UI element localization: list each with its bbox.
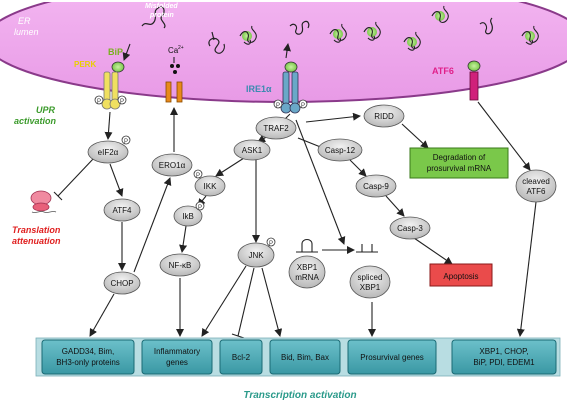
svg-text:Prosurvival genes: Prosurvival genes xyxy=(360,353,424,362)
box-degradation: Degradation of prosurvival mRNA xyxy=(409,147,509,179)
svg-text:P: P xyxy=(196,173,200,179)
svg-text:2+: 2+ xyxy=(178,45,184,51)
svg-text:NF-κB: NF-κB xyxy=(169,261,192,270)
svg-text:Inflammatory: Inflammatory xyxy=(154,347,200,356)
perk-label: PERK xyxy=(74,60,96,69)
node-jnk: JNK P xyxy=(237,237,276,268)
svg-text:ERO1α: ERO1α xyxy=(159,161,186,170)
node-ikk: IKK P xyxy=(193,169,226,197)
node-traf2: TRAF2 xyxy=(255,116,297,140)
node-spliced-xbp1: spliced XBP1 xyxy=(349,265,391,299)
bip-label: BiP xyxy=(108,47,123,57)
perk-receptor: P P xyxy=(94,61,127,110)
svg-text:P: P xyxy=(276,103,280,109)
box-apoptosis: Apoptosis xyxy=(429,263,493,287)
svg-text:prosurvival mRNA: prosurvival mRNA xyxy=(427,164,492,173)
box-inflammatory: Inflammatory genes xyxy=(141,339,213,375)
svg-text:Casp-3: Casp-3 xyxy=(397,224,423,233)
svg-text:XBP1: XBP1 xyxy=(297,263,318,272)
svg-text:Bid, Bim, Bax: Bid, Bim, Bax xyxy=(281,353,329,362)
svg-text:P: P xyxy=(301,103,305,109)
node-cleaved-atf6: cleaved ATF6 xyxy=(515,169,557,203)
svg-text:spliced: spliced xyxy=(358,273,383,282)
svg-text:XBP1: XBP1 xyxy=(360,283,381,292)
svg-text:XBP1, CHOP,: XBP1, CHOP, xyxy=(479,347,528,356)
svg-text:IkB: IkB xyxy=(182,212,194,221)
node-casp12: Casp-12 xyxy=(317,138,363,162)
svg-text:P: P xyxy=(124,139,128,145)
atf6-label: ATF6 xyxy=(432,66,454,76)
svg-text:GADD34, Bim,: GADD34, Bim, xyxy=(62,347,114,356)
box-xbp1-targets: XBP1, CHOP, BiP, PDI, EDEM1 xyxy=(451,339,557,375)
box-prosurvival: Prosurvival genes xyxy=(347,339,437,375)
upr-activation-label: UPR activation xyxy=(14,105,57,126)
svg-text:P: P xyxy=(269,241,273,247)
svg-text:Translation: Translation xyxy=(12,225,61,235)
node-ikb: IkB P xyxy=(173,201,205,227)
svg-text:activation: activation xyxy=(14,116,57,126)
node-casp9: Casp-9 xyxy=(355,174,397,198)
svg-text:Apoptosis: Apoptosis xyxy=(443,272,478,281)
er-lumen-label: ER lumen xyxy=(14,16,39,37)
svg-text:Casp-12: Casp-12 xyxy=(325,146,356,155)
box-gadd34: GADD34, Bim, BH3-only proteins xyxy=(41,339,135,375)
svg-text:Misfolded: Misfolded xyxy=(145,3,178,10)
svg-text:BiP, PDI, EDEM1: BiP, PDI, EDEM1 xyxy=(473,358,535,367)
atf6-receptor xyxy=(467,60,481,101)
svg-text:CHOP: CHOP xyxy=(110,279,133,288)
ire1-receptor: P P xyxy=(273,61,308,114)
svg-text:UPR: UPR xyxy=(36,105,56,115)
box-bcl2: Bcl-2 xyxy=(219,339,263,375)
misfolded-protein-icon xyxy=(141,6,494,54)
svg-text:mRNA: mRNA xyxy=(295,273,319,282)
xbp1-mrna-icon xyxy=(296,238,318,253)
box-bid: Bid, Bim, Bax xyxy=(269,339,341,375)
svg-text:protein: protein xyxy=(149,12,174,19)
node-xbp1-mrna: XBP1 mRNA xyxy=(288,255,326,289)
translation-attenuation-label: Translation attenuation xyxy=(12,225,61,246)
bip-protein-complexes xyxy=(239,5,539,51)
svg-text:genes: genes xyxy=(166,358,188,367)
svg-text:P: P xyxy=(97,99,101,105)
calcium-label: Ca xyxy=(168,46,179,55)
svg-text:BH3-only proteins: BH3-only proteins xyxy=(56,358,120,367)
svg-text:JNK: JNK xyxy=(248,251,264,260)
svg-text:TRAF2: TRAF2 xyxy=(263,124,289,133)
transcription-activation-label: Transcription activation xyxy=(243,390,356,401)
ire1-label: IRE1α xyxy=(246,84,272,94)
svg-text:Bcl-2: Bcl-2 xyxy=(232,353,251,362)
svg-text:RIDD: RIDD xyxy=(374,112,394,121)
svg-text:P: P xyxy=(198,205,202,211)
spliced-xbp1-icon xyxy=(356,244,378,253)
node-nfkb: NF-κB xyxy=(159,253,201,277)
svg-text:cleaved: cleaved xyxy=(522,177,550,186)
node-ridd: RIDD xyxy=(363,104,405,128)
svg-text:ER: ER xyxy=(18,16,31,26)
ribosome-icon xyxy=(30,190,57,213)
svg-text:IKK: IKK xyxy=(204,182,218,191)
svg-text:Casp-9: Casp-9 xyxy=(363,182,389,191)
svg-text:ASK1: ASK1 xyxy=(242,146,263,155)
svg-text:eIF2α: eIF2α xyxy=(98,148,119,157)
node-ero1a: ERO1α xyxy=(151,153,193,177)
svg-text:attenuation: attenuation xyxy=(12,236,61,246)
node-chop: CHOP xyxy=(103,271,141,295)
svg-text:lumen: lumen xyxy=(14,27,39,37)
svg-text:ATF4: ATF4 xyxy=(113,206,133,215)
svg-text:ATF6: ATF6 xyxy=(527,187,547,196)
connectors xyxy=(53,43,537,339)
node-eif2a: eIF2α P xyxy=(87,135,131,164)
svg-text:Degradation of: Degradation of xyxy=(433,153,486,162)
node-ask1: ASK1 xyxy=(233,139,271,161)
node-casp3: Casp-3 xyxy=(389,216,431,240)
calcium-channel: Ca 2+ xyxy=(165,45,184,103)
node-atf4: ATF4 xyxy=(103,198,141,222)
misfolded-label: Misfolded protein xyxy=(145,3,178,19)
svg-text:P: P xyxy=(120,99,124,105)
